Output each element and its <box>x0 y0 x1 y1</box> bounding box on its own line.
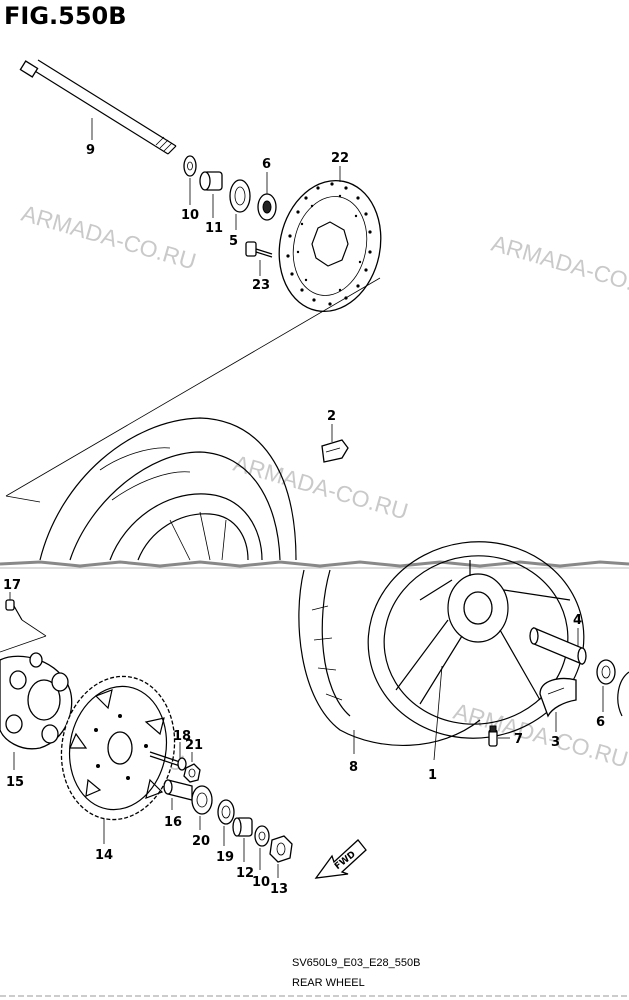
spacer-11 <box>199 171 223 191</box>
callout-6-lower: 6 <box>596 715 605 730</box>
part-2-clip <box>321 439 349 463</box>
callout-21: 21 <box>185 738 203 753</box>
spacer-16 <box>163 779 193 801</box>
rear-tire-8 <box>298 569 481 747</box>
rear-wheel-upper-view <box>39 417 297 561</box>
callout-11: 11 <box>205 221 223 236</box>
callout-14: 14 <box>95 848 113 863</box>
callout-9: 9 <box>86 143 95 158</box>
callout-23: 23 <box>252 278 270 293</box>
callout-20: 20 <box>192 834 210 849</box>
oil-seal-19 <box>217 799 235 825</box>
bolt-23 <box>245 241 273 258</box>
forward-direction-arrow: FWD <box>314 839 367 879</box>
right-edge-hub-partial <box>617 671 629 717</box>
figure-title: FIG.550B <box>4 2 127 30</box>
callout-7: 7 <box>514 732 523 747</box>
callout-18: 18 <box>173 729 191 744</box>
sprocket-hub-15 <box>0 652 73 750</box>
watermark-1: ARMADA-CO.RU <box>19 200 199 275</box>
view-divider <box>0 560 629 569</box>
callout-2: 2 <box>327 409 336 424</box>
callout-19: 19 <box>216 850 234 865</box>
spacer-12 <box>232 817 253 837</box>
axle-nut-13 <box>269 835 293 863</box>
bearing-20 <box>191 785 213 815</box>
axle-shaft <box>19 59 177 155</box>
bearing-5 <box>229 179 251 213</box>
axle-sleeve-4 <box>529 627 587 665</box>
oil-seal-6-top <box>257 193 277 221</box>
watermark-2: ARMADA-CO.RU <box>489 230 629 305</box>
callout-10-top: 10 <box>181 208 199 223</box>
callout-15: 15 <box>6 775 24 790</box>
brake-disc-22 <box>278 179 382 313</box>
callout-12: 12 <box>236 866 254 881</box>
rear-sprocket-14 <box>60 675 176 821</box>
callout-1: 1 <box>428 768 437 783</box>
washer-10-lower <box>254 825 270 847</box>
callout-3: 3 <box>551 735 560 750</box>
callout-13: 13 <box>270 882 288 897</box>
damper-3 <box>539 677 577 718</box>
rear-wheel-1 <box>367 541 585 739</box>
callout-16: 16 <box>164 815 182 830</box>
watermark-5: ARMADA-CO.RU <box>451 698 629 773</box>
model-code: SV650L9_E03_E28_550B <box>292 957 420 969</box>
callout-8: 8 <box>349 760 358 775</box>
oil-seal-6-lower <box>596 659 616 685</box>
callout-10-lower: 10 <box>252 875 270 890</box>
callout-5: 5 <box>229 234 238 249</box>
callout-4: 4 <box>573 613 582 628</box>
valve-7 <box>488 725 498 747</box>
figure-caption: REAR WHEEL <box>292 977 365 989</box>
watermark-3: ARMADA-CO.RU <box>231 450 411 525</box>
callout-22: 22 <box>331 151 349 166</box>
nut-21 <box>183 763 201 783</box>
callout-6-top: 6 <box>262 157 271 172</box>
stud-18 <box>149 751 187 771</box>
callout-17: 17 <box>3 578 21 593</box>
washer-10 <box>183 155 197 177</box>
bolt-17 <box>5 599 23 621</box>
